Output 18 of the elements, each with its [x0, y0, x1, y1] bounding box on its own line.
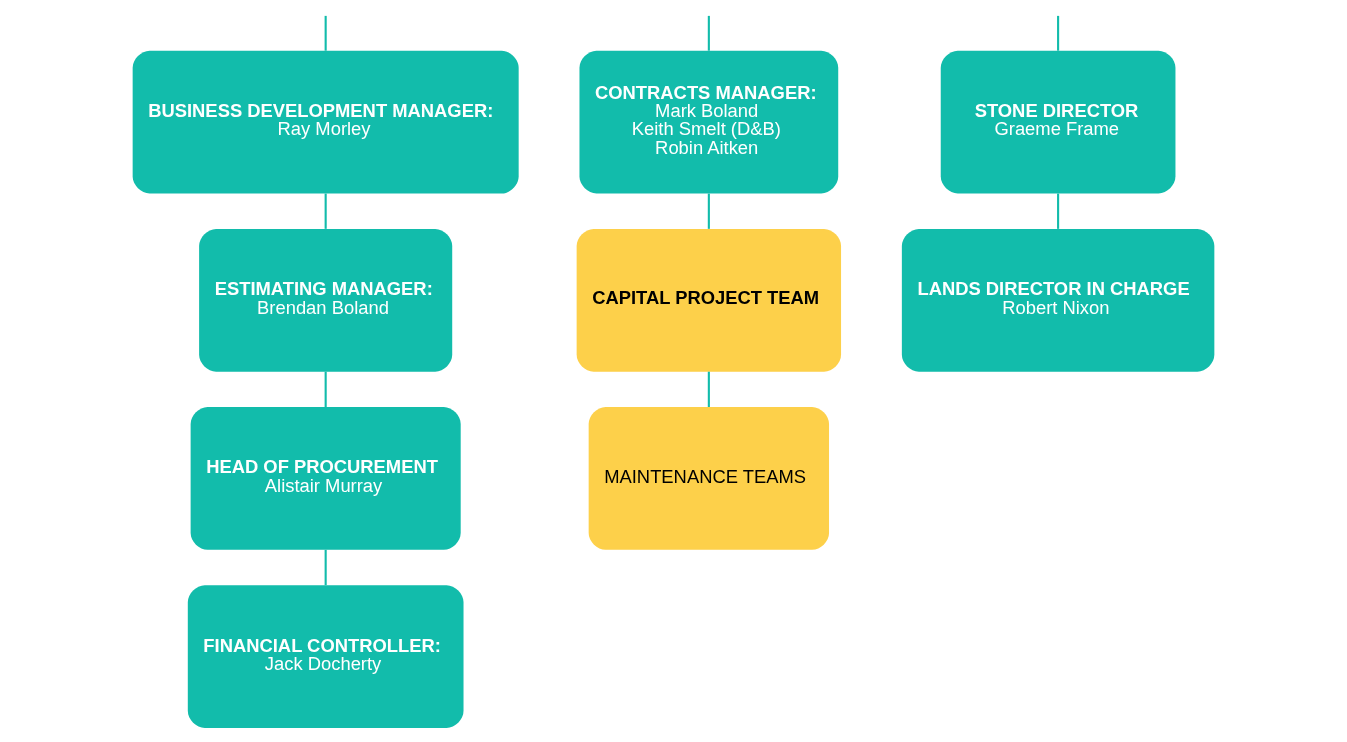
connector	[324, 549, 327, 586]
connector	[1057, 193, 1060, 229]
node-box: ESTIMATING MANAGER: Brendan Boland	[199, 228, 453, 372]
node-box: BUSINESS DEVELOPMENT MANAGER: Ray Morley	[132, 50, 519, 194]
connector	[1057, 15, 1060, 51]
connector	[324, 15, 327, 51]
connector	[707, 193, 710, 229]
node-box: CONTRACTS MANAGER: Mark Boland Keith Smelt (D&B) Robin Aitken	[579, 50, 839, 194]
connector	[707, 15, 710, 51]
node-box: STONE DIRECTOR Graeme Frame	[940, 50, 1176, 194]
connector	[324, 371, 327, 407]
connector	[707, 371, 710, 407]
node-box: HEAD OF PROCUREMENT Alistair Murray	[190, 407, 461, 550]
node-box: LANDS DIRECTOR IN CHARGE Robert Nixon	[901, 228, 1215, 372]
node-box: CAPITAL PROJECT TEAM	[576, 228, 842, 372]
connector	[324, 193, 327, 229]
node-box: MAINTENANCE TEAMS	[588, 407, 830, 550]
node-box: FINANCIAL CONTROLLER: Jack Docherty	[187, 585, 464, 729]
